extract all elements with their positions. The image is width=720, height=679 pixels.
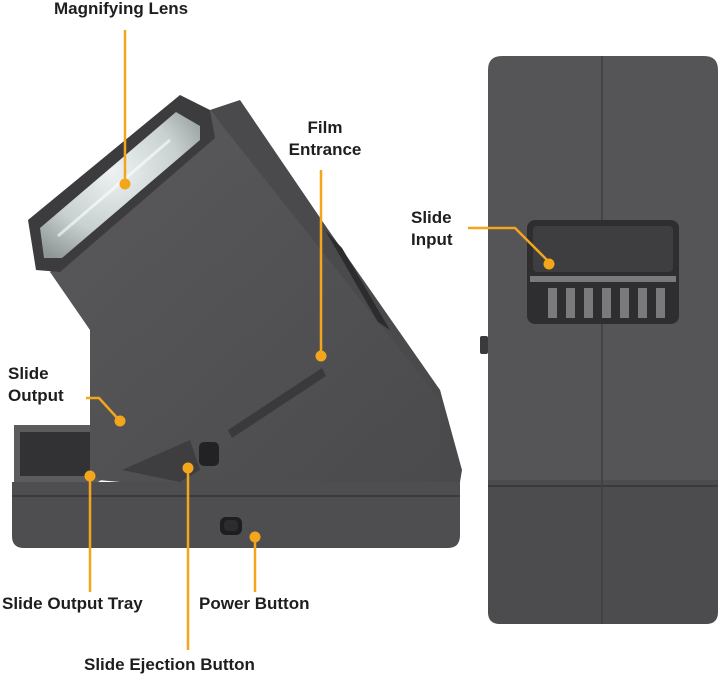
output-tray-well xyxy=(20,432,108,476)
viewer-body-side xyxy=(50,110,460,482)
slide-input-recess xyxy=(533,226,673,272)
callout-dots xyxy=(84,178,555,543)
label-film-entrance: Film Entrance xyxy=(280,117,370,161)
label-slide-output-tray: Slide Output Tray xyxy=(2,594,143,613)
viewer-back-view xyxy=(480,56,718,624)
body-step xyxy=(122,440,200,482)
label-slide-input: Slide Input xyxy=(411,207,453,251)
rib xyxy=(548,288,557,318)
label-film-entrance-line2: Entrance xyxy=(288,140,362,159)
callout-dot-power xyxy=(249,531,261,543)
label-power-button: Power Button xyxy=(199,594,310,613)
callout-dot-slide-input xyxy=(543,258,555,270)
callout-dot-film xyxy=(315,350,327,362)
rib xyxy=(584,288,593,318)
callout-dot-slide-output xyxy=(114,415,126,427)
back-base xyxy=(488,480,718,624)
lens-highlight xyxy=(57,138,171,238)
callout-line-slide-input xyxy=(468,226,550,263)
film-entrance-slot xyxy=(325,230,390,330)
callout-dot-ejection xyxy=(182,462,194,474)
label-slide-output-line2: Output xyxy=(8,386,64,405)
label-slide-output-line1: Slide xyxy=(8,364,49,383)
side-button xyxy=(480,336,488,354)
viewer-base xyxy=(12,482,460,548)
slide-ejection-button xyxy=(199,442,219,466)
viewer-side-view xyxy=(12,95,462,548)
slide-input-rail xyxy=(530,276,676,282)
label-slide-input-line1: Slide xyxy=(411,208,452,227)
label-magnifying-lens: Magnifying Lens xyxy=(54,0,189,18)
slide-input-ribs xyxy=(548,288,665,318)
rib xyxy=(620,288,629,318)
power-button-cap xyxy=(224,520,238,531)
rib xyxy=(638,288,647,318)
label-slide-output: Slide Output xyxy=(8,363,64,407)
label-slide-ejection-button: Slide Ejection Button xyxy=(84,655,255,674)
rib xyxy=(566,288,575,318)
rib xyxy=(656,288,665,318)
callout-dot-tray xyxy=(84,470,96,482)
callout-line-slide-output xyxy=(86,396,121,422)
rib xyxy=(602,288,611,318)
callouts xyxy=(86,30,550,650)
callout-dot-lens xyxy=(119,178,131,190)
ejection-groove xyxy=(228,368,326,438)
label-film-entrance-line1: Film xyxy=(307,118,343,137)
viewer-body-back xyxy=(210,100,462,482)
label-slide-input-line2: Input xyxy=(411,230,453,249)
